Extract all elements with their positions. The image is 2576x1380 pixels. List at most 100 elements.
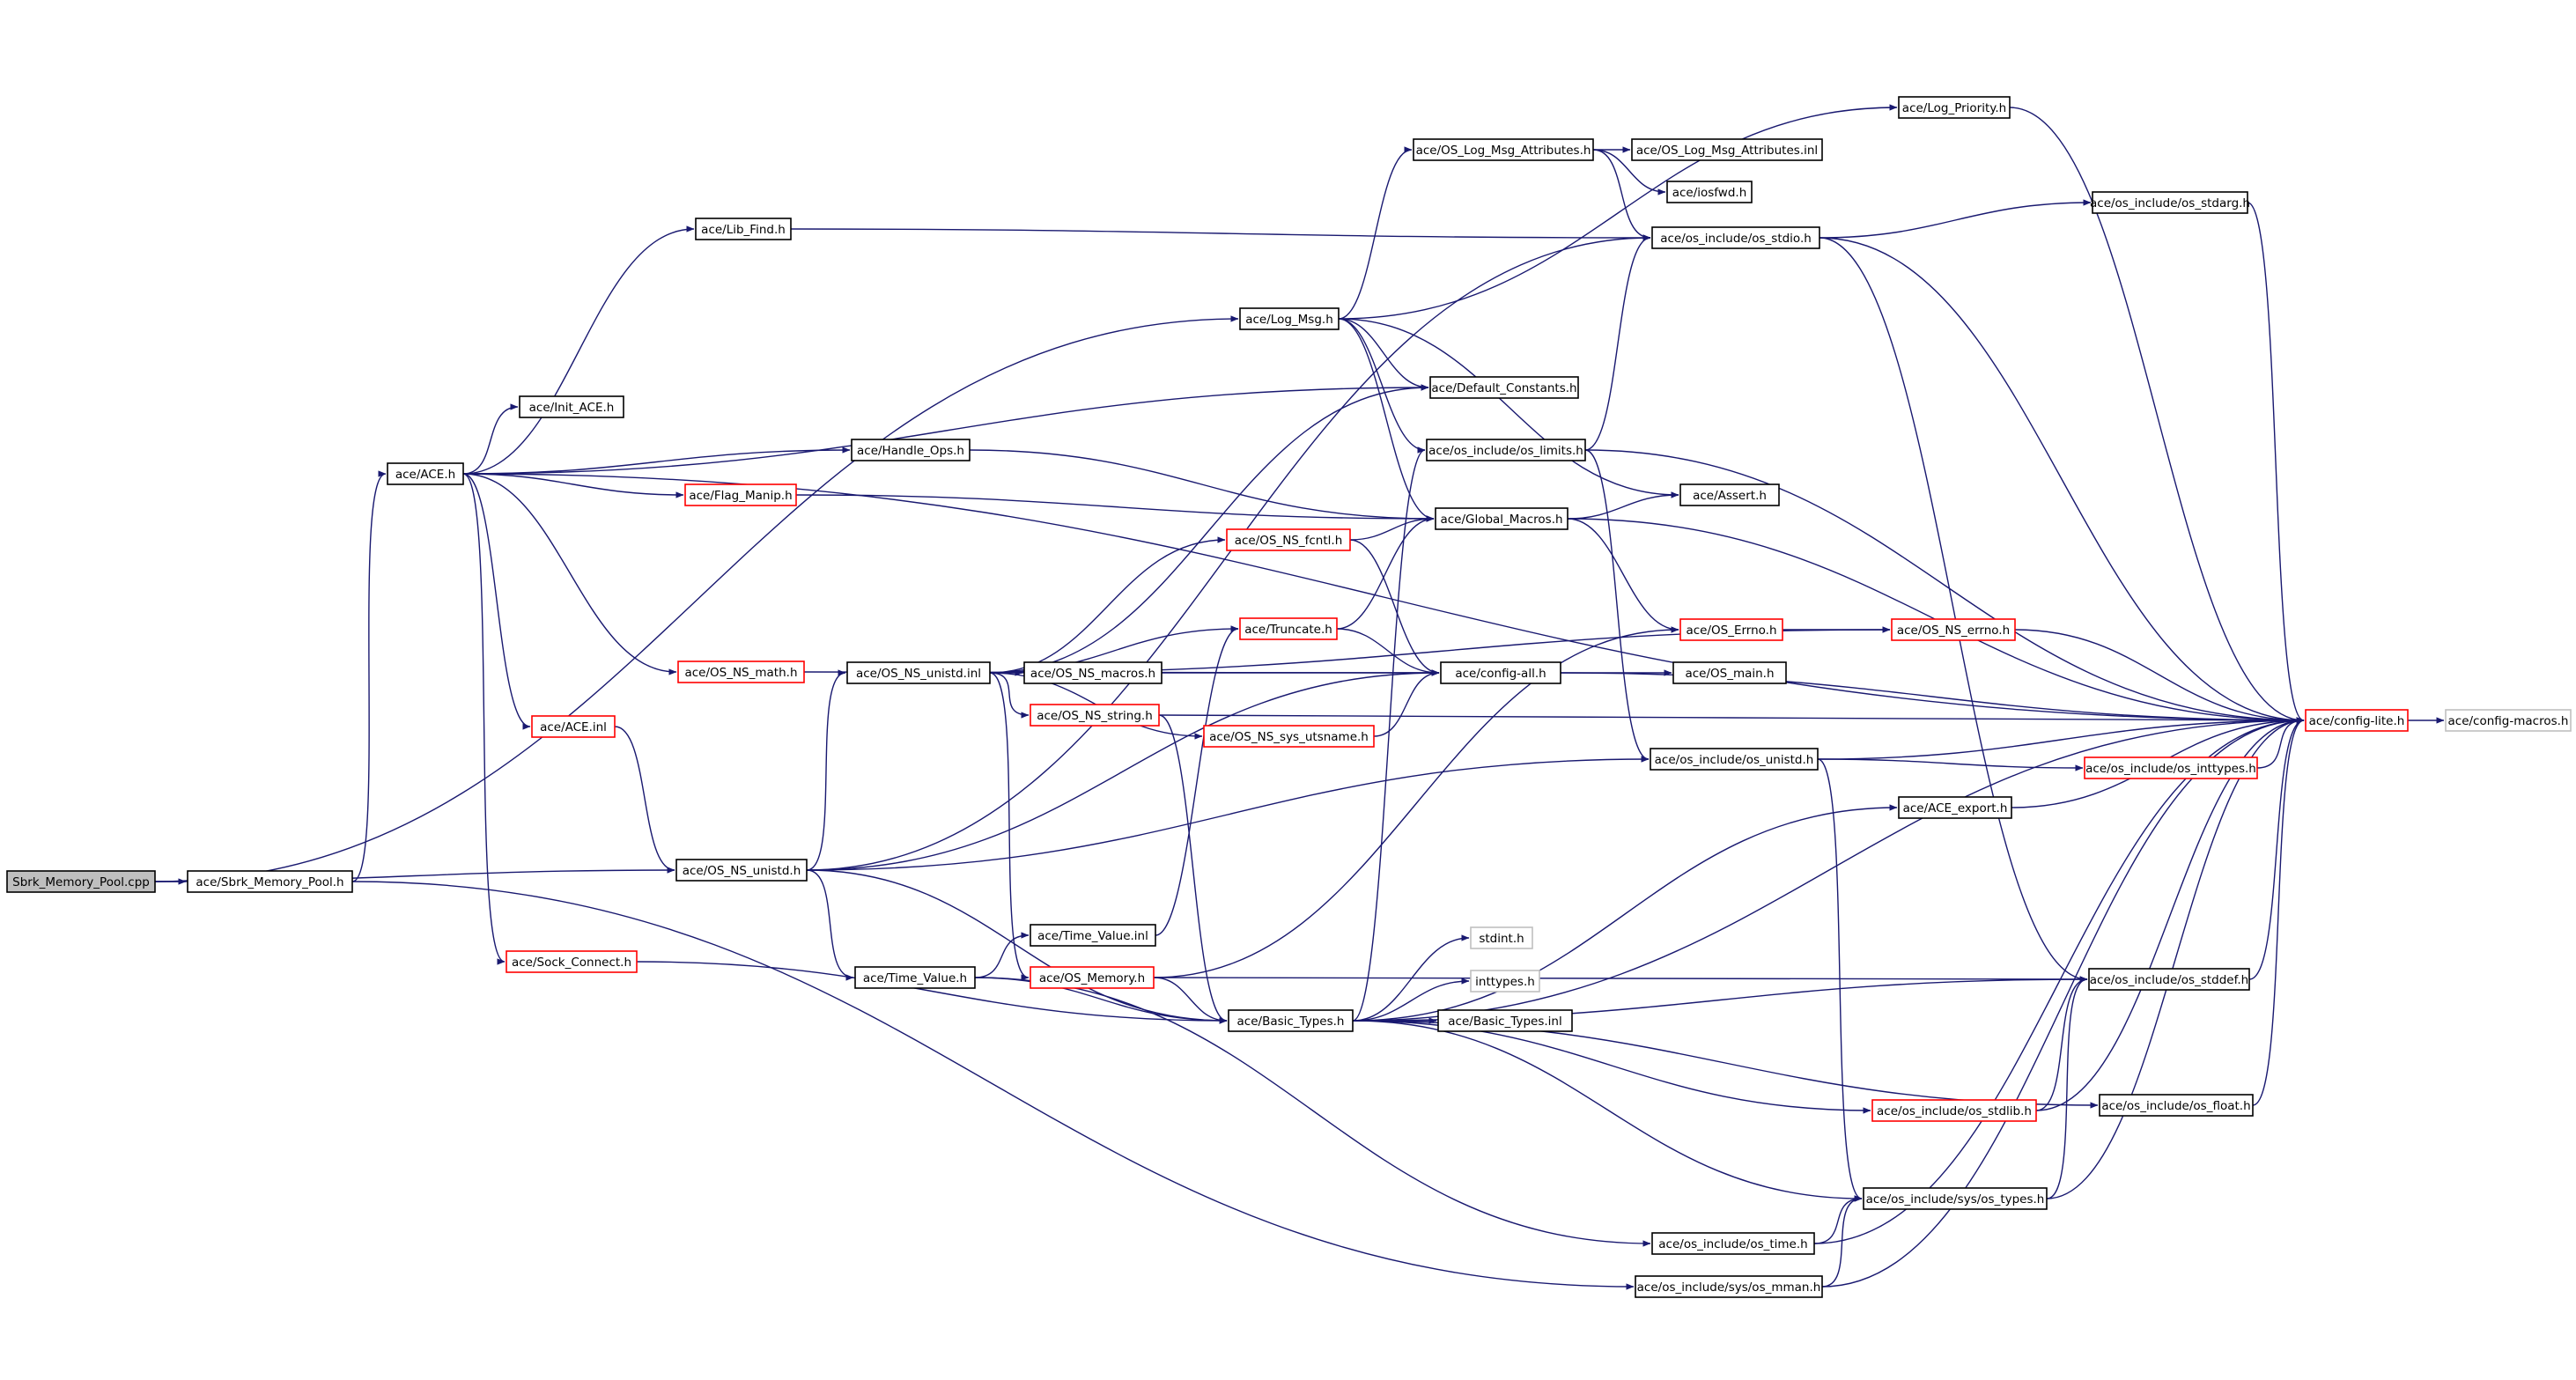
node-box-os_ns_errno[interactable] [1891,618,2016,641]
node-box-time_value_h[interactable] [854,966,976,989]
node-basic_types_inl[interactable]: ace/Basic_Types.inl [1437,1009,1573,1032]
node-box-basic_types[interactable] [1228,1009,1354,1032]
node-box-config_all[interactable] [1440,661,1561,684]
node-box-os_memory[interactable] [1030,966,1155,989]
node-config_lite[interactable]: ace/config-lite.h [2305,709,2409,732]
node-box-os_mman[interactable] [1635,1275,1823,1298]
node-os_ns_unistd_inl[interactable]: ace/OS_NS_unistd.inl [846,661,991,684]
node-log_msg[interactable]: ace/Log_Msg.h [1239,307,1340,330]
node-box-global_macros[interactable] [1435,507,1568,530]
node-os_inttypes[interactable]: ace/os_include/os_inttypes.h [2084,756,2258,779]
node-box-log_priority[interactable] [1898,96,2011,119]
node-os_errno_cap[interactable]: ace/OS_Errno.h [1679,618,1783,641]
node-stdint[interactable]: stdint.h [1470,926,1533,949]
node-os_memory[interactable]: ace/OS_Memory.h [1030,966,1155,989]
node-config_macros[interactable]: ace/config-macros.h [2445,709,2572,732]
node-box-sock_connect[interactable] [506,950,638,973]
node-box-config_lite[interactable] [2305,709,2409,732]
node-box-os_time[interactable] [1651,1232,1815,1255]
node-time_value_inl[interactable]: ace/Time_Value.inl [1030,924,1156,947]
node-box-os_main[interactable] [1672,661,1787,684]
node-os_mman[interactable]: ace/os_include/sys/os_mman.h [1635,1275,1823,1298]
node-box-iosfwd[interactable] [1666,181,1753,203]
node-os_ns_fcntl[interactable]: ace/OS_NS_fcntl.h [1226,528,1351,551]
node-os_ns_string[interactable]: ace/OS_NS_string.h [1030,704,1160,727]
node-sbrk_h[interactable]: ace/Sbrk_Memory_Pool.h [187,870,353,893]
node-box-os_stddef[interactable] [2088,968,2250,991]
node-box-basic_types_inl[interactable] [1437,1009,1573,1032]
node-sock_connect[interactable]: ace/Sock_Connect.h [506,950,638,973]
node-box-handle_ops[interactable] [851,439,971,461]
node-log_priority[interactable]: ace/Log_Priority.h [1898,96,2011,119]
node-os_float[interactable]: ace/os_include/os_float.h [2099,1094,2254,1117]
node-box-inttypes[interactable] [1470,970,1540,993]
node-ace_inl[interactable]: ace/ACE.inl [531,715,616,738]
node-assert[interactable]: ace/Assert.h [1679,483,1780,506]
node-box-os_errno_cap[interactable] [1679,618,1783,641]
node-os_stdarg[interactable]: ace/os_include/os_stdarg.h [2090,191,2250,214]
node-box-os_log_msg_attr_h[interactable] [1413,138,1594,161]
node-box-os_inttypes[interactable] [2084,756,2258,779]
node-os_log_msg_attr_h[interactable]: ace/OS_Log_Msg_Attributes.h [1413,138,1594,161]
node-box-os_ns_unistd_h[interactable] [675,859,808,882]
node-box-default_constants[interactable] [1429,376,1579,399]
node-ace_export[interactable]: ace/ACE_export.h [1898,796,2012,819]
node-box-os_unistd[interactable] [1650,748,1819,771]
node-lib_find[interactable]: ace/Lib_Find.h [695,218,792,240]
node-box-ace_h[interactable] [387,462,464,485]
node-os_ns_macros[interactable]: ace/OS_NS_macros.h [1023,661,1163,684]
node-box-config_macros[interactable] [2445,709,2572,732]
node-os_time[interactable]: ace/os_include/os_time.h [1651,1232,1815,1255]
node-ace_h[interactable]: ace/ACE.h [387,462,464,485]
node-box-os_ns_sys_utsname[interactable] [1203,725,1375,748]
node-iosfwd[interactable]: ace/iosfwd.h [1666,181,1753,203]
node-box-os_float[interactable] [2099,1094,2254,1117]
node-os_ns_sys_utsname[interactable]: ace/OS_NS_sys_utsname.h [1203,725,1375,748]
node-flag_manip[interactable]: ace/Flag_Manip.h [684,483,797,506]
node-init_ace[interactable]: ace/Init_ACE.h [519,395,624,418]
node-box-sbrk_h[interactable] [187,870,353,893]
node-basic_types[interactable]: ace/Basic_Types.h [1228,1009,1354,1032]
node-box-os_stdio[interactable] [1651,226,1820,249]
node-os_ns_math[interactable]: ace/OS_NS_math.h [677,660,805,683]
node-truncate[interactable]: ace/Truncate.h [1239,617,1338,640]
node-box-flag_manip[interactable] [684,483,797,506]
node-inttypes[interactable]: inttypes.h [1470,970,1540,993]
node-os_log_msg_attr_inl[interactable]: ace/OS_Log_Msg_Attributes.inl [1631,138,1823,161]
node-box-os_log_msg_attr_inl[interactable] [1631,138,1823,161]
node-os_stdlib[interactable]: ace/os_include/os_stdlib.h [1871,1099,2037,1122]
node-os_stdio[interactable]: ace/os_include/os_stdio.h [1651,226,1820,249]
node-root[interactable]: Sbrk_Memory_Pool.cpp [6,870,156,893]
node-box-init_ace[interactable] [519,395,624,418]
node-os_ns_unistd_h[interactable]: ace/OS_NS_unistd.h [675,859,808,882]
node-config_all[interactable]: ace/config-all.h [1440,661,1561,684]
node-os_main[interactable]: ace/OS_main.h [1672,661,1787,684]
node-os_unistd[interactable]: ace/os_include/os_unistd.h [1650,748,1819,771]
node-box-root[interactable] [6,870,156,893]
node-default_constants[interactable]: ace/Default_Constants.h [1429,376,1579,399]
node-handle_ops[interactable]: ace/Handle_Ops.h [851,439,971,461]
node-box-log_msg[interactable] [1239,307,1340,330]
node-os_limits[interactable]: ace/os_include/os_limits.h [1426,439,1586,461]
node-box-assert[interactable] [1679,483,1780,506]
node-global_macros[interactable]: ace/Global_Macros.h [1435,507,1568,530]
node-box-os_ns_string[interactable] [1030,704,1160,727]
node-box-os_stdlib[interactable] [1871,1099,2037,1122]
node-box-ace_export[interactable] [1898,796,2012,819]
node-box-os_stdarg[interactable] [2092,191,2248,214]
node-box-os_ns_macros[interactable] [1023,661,1163,684]
node-box-os_limits[interactable] [1426,439,1586,461]
node-box-os_types[interactable] [1863,1187,2048,1210]
node-box-time_value_inl[interactable] [1030,924,1156,947]
node-box-ace_inl[interactable] [531,715,616,738]
node-os_stddef[interactable]: ace/os_include/os_stddef.h [2088,968,2250,991]
node-os_ns_errno[interactable]: ace/OS_NS_errno.h [1891,618,2016,641]
node-box-os_ns_math[interactable] [677,660,805,683]
node-box-lib_find[interactable] [695,218,792,240]
node-box-os_ns_fcntl[interactable] [1226,528,1351,551]
node-time_value_h[interactable]: ace/Time_Value.h [854,966,976,989]
node-box-stdint[interactable] [1470,926,1533,949]
node-os_types[interactable]: ace/os_include/sys/os_types.h [1863,1187,2048,1210]
node-box-truncate[interactable] [1239,617,1338,640]
node-box-os_ns_unistd_inl[interactable] [846,661,991,684]
